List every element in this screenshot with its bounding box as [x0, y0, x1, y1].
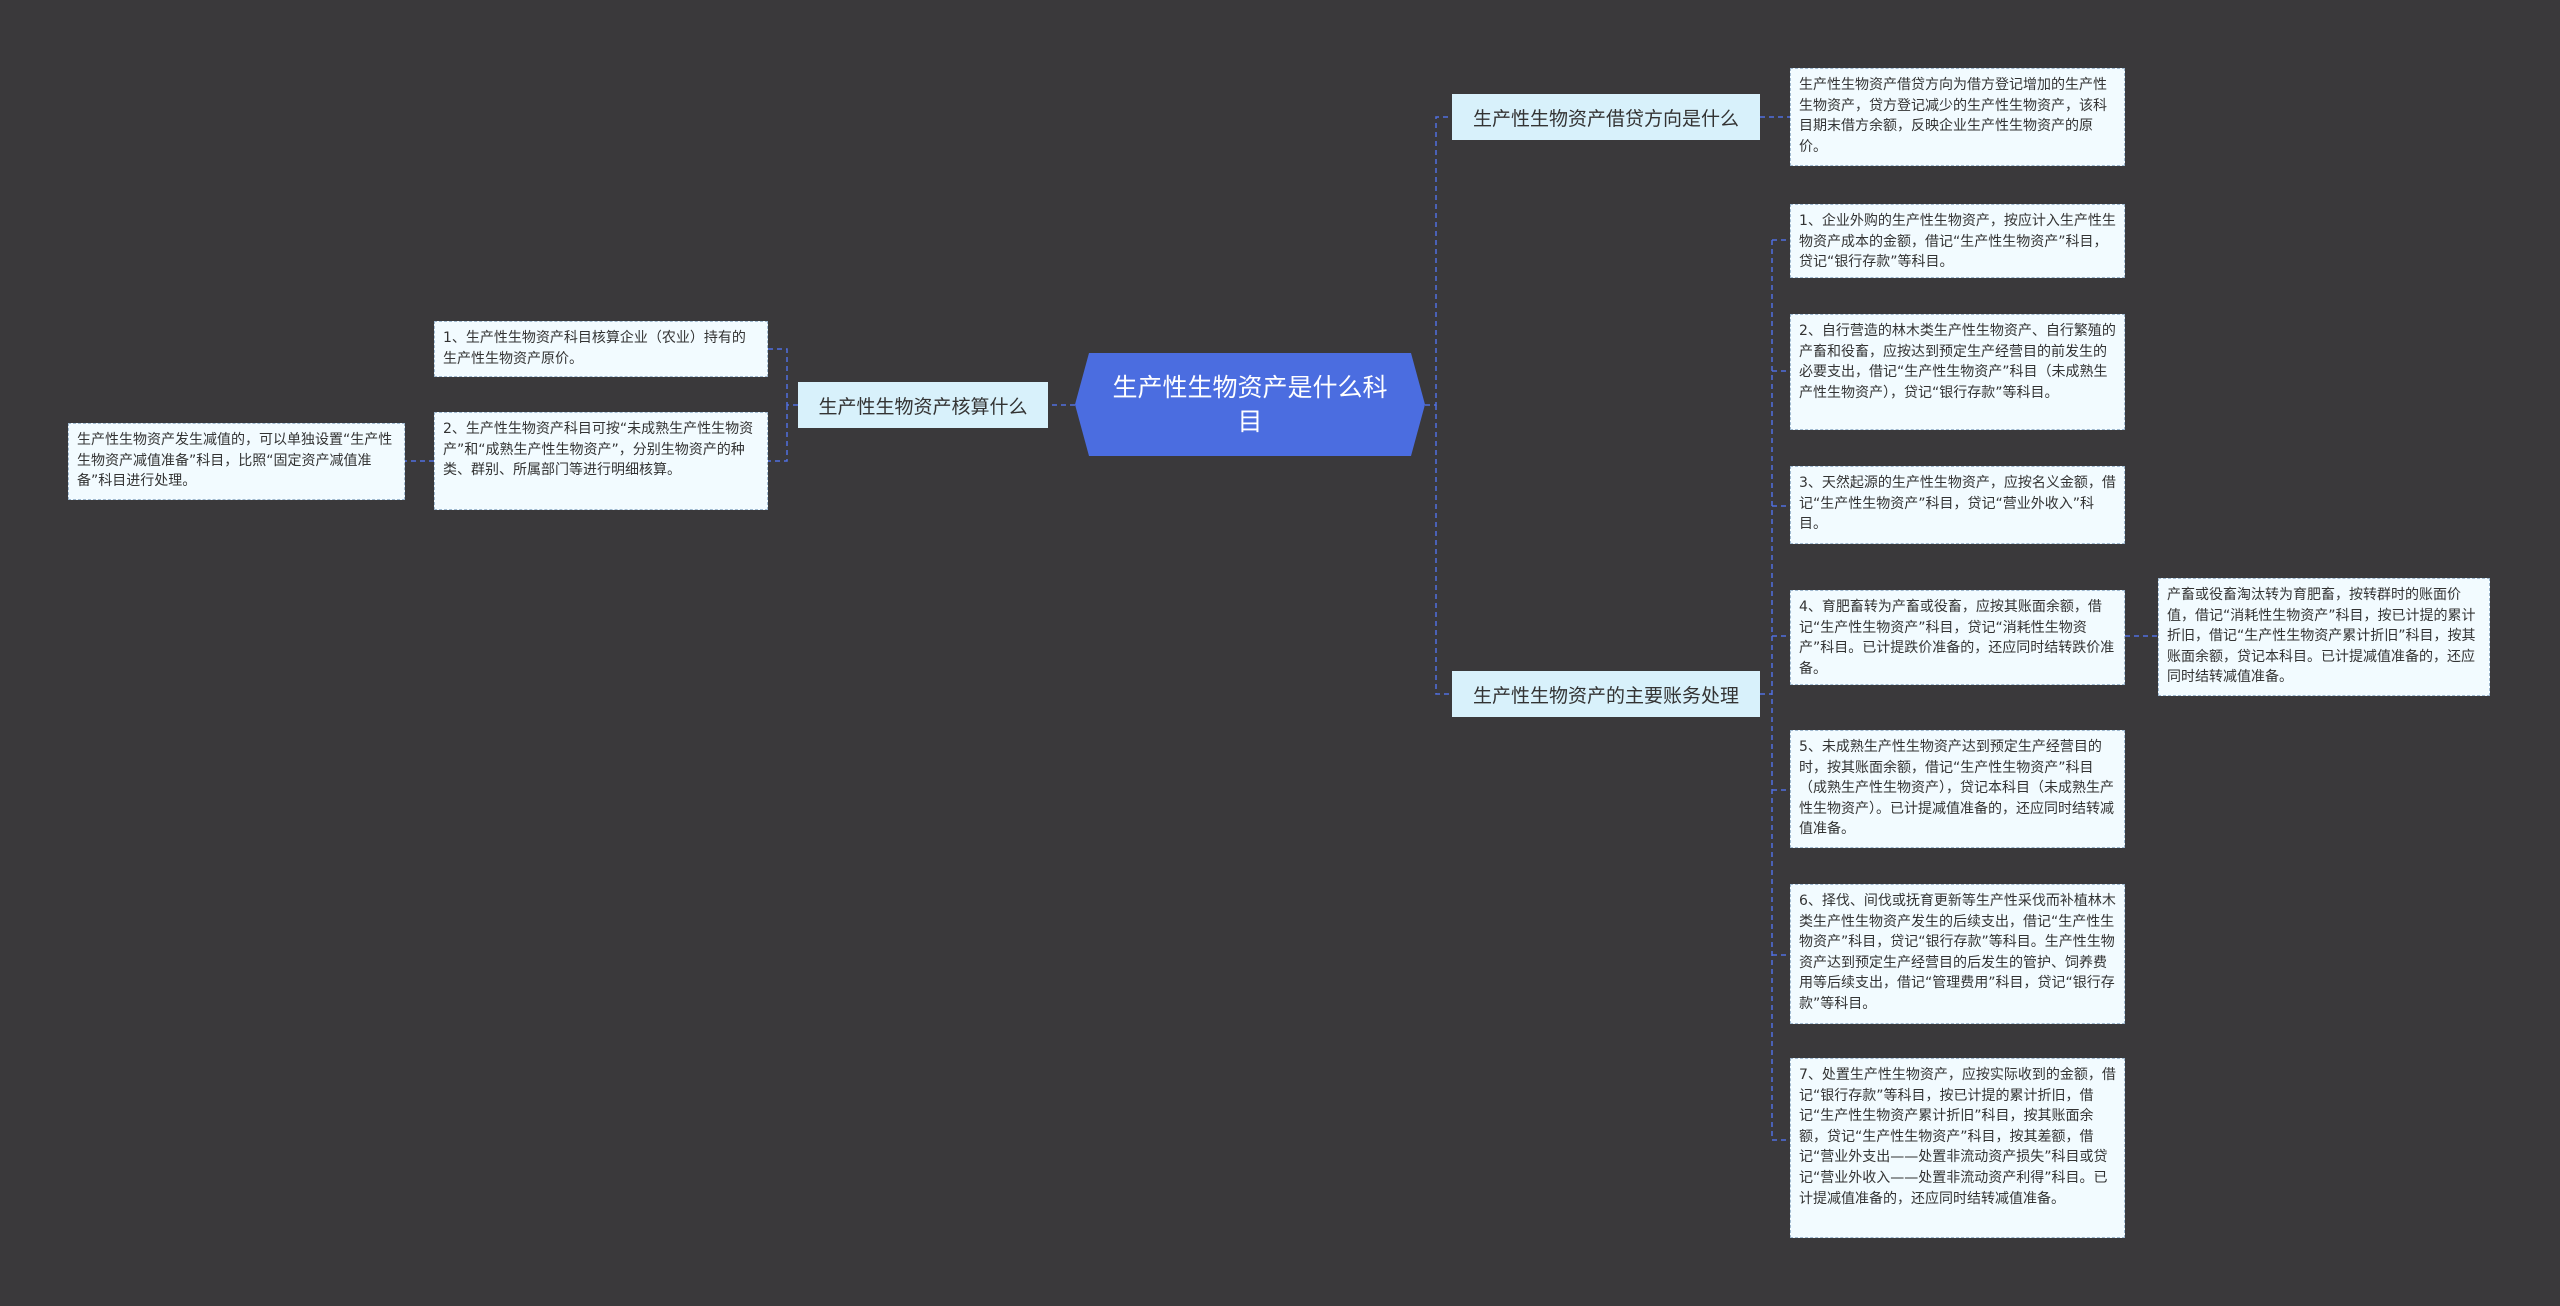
leaf-main-accounting-3[interactable]: 3、天然起源的生产性生物资产，应按名义金额，借记“生产性生物资产”科目，贷记“营… [1790, 466, 2125, 544]
connector-main-accounting-leaves [1760, 239, 1790, 1141]
root-label: 生产性生物资产是什么科目 [1112, 372, 1388, 436]
branch-accounting[interactable]: 生产性生物资产核算什么 [798, 382, 1048, 428]
leaf-main-accounting-2[interactable]: 2、自行营造的林木类生产性生物资产、自行繁殖的产畜和役畜，应按达到预定生产经营目… [1790, 314, 2125, 430]
leaf-main-accounting-6[interactable]: 6、择伐、间伐或抚育更新等生产性采伐而补植林木类生产性生物资产发生的后续支出，借… [1790, 884, 2125, 1024]
leaf-main-accounting-7[interactable]: 7、处置生产性生物资产，应按实际收到的金额，借记“银行存款”等科目，按已计提的累… [1790, 1058, 2125, 1238]
leaf-accounting-1-text: 1、生产性生物资产科目核算企业（农业）持有的生产性生物资产原价。 [443, 330, 746, 367]
leaf-main-accounting-4[interactable]: 4、育肥畜转为产畜或役畜，应按其账面余额，借记“生产性生物资产”科目，贷记“消耗… [1790, 590, 2125, 685]
connector-root-to-main-accounting [1435, 405, 1452, 695]
leaf-main-accounting-sub[interactable]: 产畜或役畜淘汰转为育肥畜，按转群时的账面价值，借记“消耗性生物资产”科目，按已计… [2158, 578, 2490, 696]
leaf-accounting-sub-text: 生产性生物资产发生减值的，可以单独设置“生产性生物资产减值准备”科目，比照“固定… [77, 432, 393, 490]
branch-main-accounting[interactable]: 生产性生物资产的主要账务处理 [1452, 671, 1760, 717]
connector-root-to-debit-credit [1425, 116, 1452, 406]
leaf-main-accounting-2-text: 2、自行营造的林木类生产性生物资产、自行繁殖的产畜和役畜，应按达到预定生产经营目… [1799, 323, 2116, 401]
leaf-main-accounting-sub-text: 产畜或役畜淘汰转为育肥畜，按转群时的账面价值，借记“消耗性生物资产”科目，按已计… [2167, 587, 2476, 686]
branch-accounting-label: 生产性生物资产核算什么 [818, 395, 1028, 418]
root-node[interactable]: 生产性生物资产是什么科目 [1075, 353, 1425, 456]
leaf-main-accounting-1-text: 1、企业外购的生产性生物资产，按应计入生产性生物资产成本的金额，借记“生产性生物… [1799, 213, 2116, 271]
leaf-accounting-1[interactable]: 1、生产性生物资产科目核算企业（农业）持有的生产性生物资产原价。 [434, 321, 768, 377]
leaf-main-accounting-5-text: 5、未成熟生产性生物资产达到预定生产经营目的时，按其账面余额，借记“生产性生物资… [1799, 739, 2114, 838]
connector-accounting-leaves [768, 348, 798, 462]
branch-debit-credit[interactable]: 生产性生物资产借贷方向是什么 [1452, 94, 1760, 140]
branch-debit-credit-label: 生产性生物资产借贷方向是什么 [1472, 107, 1739, 130]
leaf-debit-credit-text: 生产性生物资产借贷方向为借方登记增加的生产性生物资产，贷方登记减少的生产性生物资… [1799, 77, 2107, 155]
branch-main-accounting-label: 生产性生物资产的主要账务处理 [1472, 684, 1739, 707]
leaf-main-accounting-5[interactable]: 5、未成熟生产性生物资产达到预定生产经营目的时，按其账面余额，借记“生产性生物资… [1790, 730, 2125, 848]
leaf-accounting-2-text: 2、生产性生物资产科目可按“未成熟生产性生物资产”和“成熟生产性生物资产”，分别… [443, 421, 754, 479]
leaf-accounting-2[interactable]: 2、生产性生物资产科目可按“未成熟生产性生物资产”和“成熟生产性生物资产”，分别… [434, 412, 768, 510]
leaf-accounting-sub[interactable]: 生产性生物资产发生减值的，可以单独设置“生产性生物资产减值准备”科目，比照“固定… [68, 423, 405, 500]
leaf-main-accounting-7-text: 7、处置生产性生物资产，应按实际收到的金额，借记“银行存款”等科目，按已计提的累… [1799, 1067, 2116, 1207]
leaf-main-accounting-3-text: 3、天然起源的生产性生物资产，应按名义金额，借记“生产性生物资产”科目，贷记“营… [1799, 475, 2116, 533]
leaf-debit-credit[interactable]: 生产性生物资产借贷方向为借方登记增加的生产性生物资产，贷方登记减少的生产性生物资… [1790, 68, 2125, 166]
leaf-main-accounting-1[interactable]: 1、企业外购的生产性生物资产，按应计入生产性生物资产成本的金额，借记“生产性生物… [1790, 204, 2125, 278]
leaf-main-accounting-6-text: 6、择伐、间伐或抚育更新等生产性采伐而补植林木类生产性生物资产发生的后续支出，借… [1799, 893, 2116, 1012]
leaf-main-accounting-4-text: 4、育肥畜转为产畜或役畜，应按其账面余额，借记“生产性生物资产”科目，贷记“消耗… [1799, 599, 2115, 677]
